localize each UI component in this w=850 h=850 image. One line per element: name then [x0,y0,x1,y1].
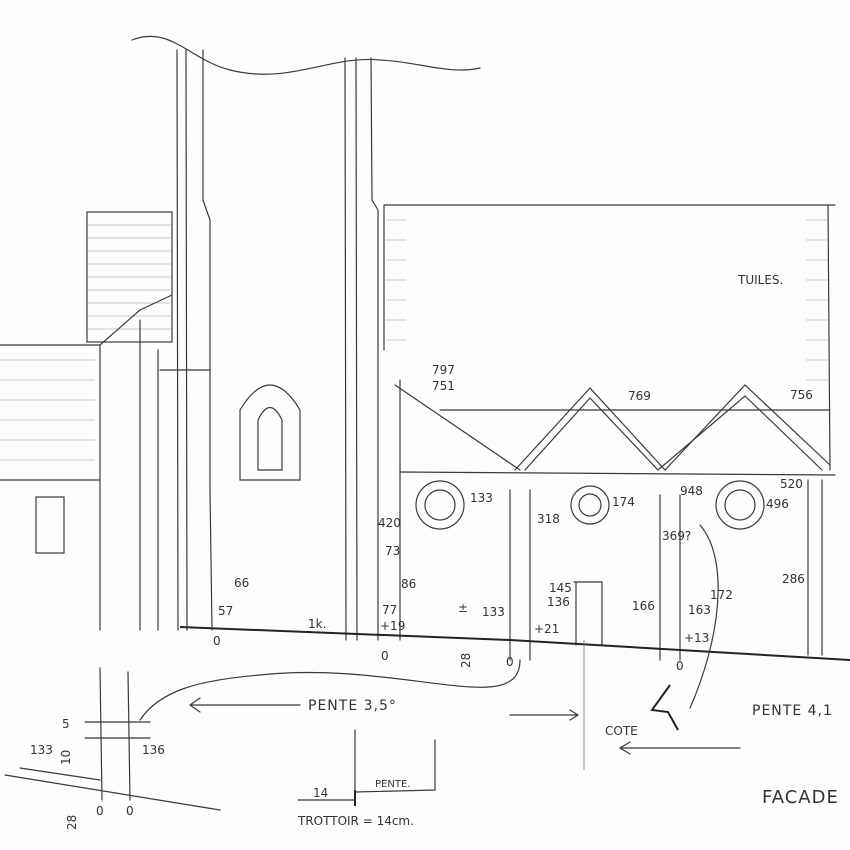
elevation-label: 420 [378,516,401,530]
elevation-label: 77 [382,603,397,617]
elevation-label: 133 [470,491,493,505]
elevation-label: 66 [234,576,249,590]
elevation-label: 1k. [308,617,326,631]
detail-label: 10 [59,750,73,765]
detail-label: 5 [62,717,70,731]
ground-line [179,626,850,661]
elevation-label: 520 [780,477,803,491]
elevation-label: 948 [680,484,703,498]
detail-label: 28 [65,815,79,830]
elevation-label: 369? [662,529,691,543]
slope-left-label: PENTE 3,5° [308,698,397,714]
detail-label: 0 [126,804,134,818]
elevation-label: 756 [790,388,813,402]
dormer-gables [399,384,836,476]
roof-label: TUILES. [737,273,783,287]
elevation-label: 86 [401,577,416,591]
cote-mark [650,684,679,731]
elevation-label: 751 [432,379,455,393]
leader-curve-left [139,659,521,721]
elevation-label: 73 [385,544,400,558]
elevation-label: 172 [710,588,733,602]
elevation-label: 174 [612,495,635,509]
sky-curve [131,35,481,75]
facade-label: FACADE [762,787,839,808]
elevation-label: 0 [676,659,684,673]
sidewalk-detail [297,729,436,806]
detail-label: 133 [30,743,53,757]
gothic-window [239,384,301,481]
elevation-label: 286 [782,572,805,586]
left-tower [176,49,213,631]
elevation-label: 318 [537,512,560,526]
elevation-label: 28 [459,653,473,668]
left-building [0,211,211,631]
elevation-label: 136 [547,595,570,609]
elevation-label: 166 [632,599,655,613]
elevation-label: 133 [482,605,505,619]
elevation-label: 57 [218,604,233,618]
elevation-label: 163 [688,603,711,617]
elevation-label: +19 [380,619,405,633]
elevation-label: +21 [534,622,559,636]
elevation-label: ± [458,601,468,615]
cote-label: COTE [605,724,638,738]
main-roof [383,204,836,471]
elevation-label: 0 [506,655,514,669]
elevation-label: 0 [213,634,221,648]
slope-arrow-left [188,697,301,713]
pilasters [399,379,823,661]
elevation-label: 0 [381,649,389,663]
detail-label: 136 [142,743,165,757]
right-tower [344,57,379,641]
elevation-label: +13 [684,631,709,645]
slope-right-label: PENTE 4,1 [752,703,833,719]
sidewalk-height: 14 [313,786,328,800]
sidewalk-slope: PENTE. [375,779,410,790]
slope-arrow-mid [509,709,580,721]
pilaster-detail [4,667,221,811]
elevation-label: 797 [432,363,455,377]
sidewalk-note: TROTTOIR = 14cm. [297,814,414,828]
elevation-label: 496 [766,497,789,511]
detail-label: 0 [96,804,104,818]
elevation-label: 145 [549,581,572,595]
leader-curve-right [689,524,719,709]
slope-arrow-right [618,741,741,755]
elevation-label: 769 [628,389,651,403]
oculus-windows [415,480,765,530]
